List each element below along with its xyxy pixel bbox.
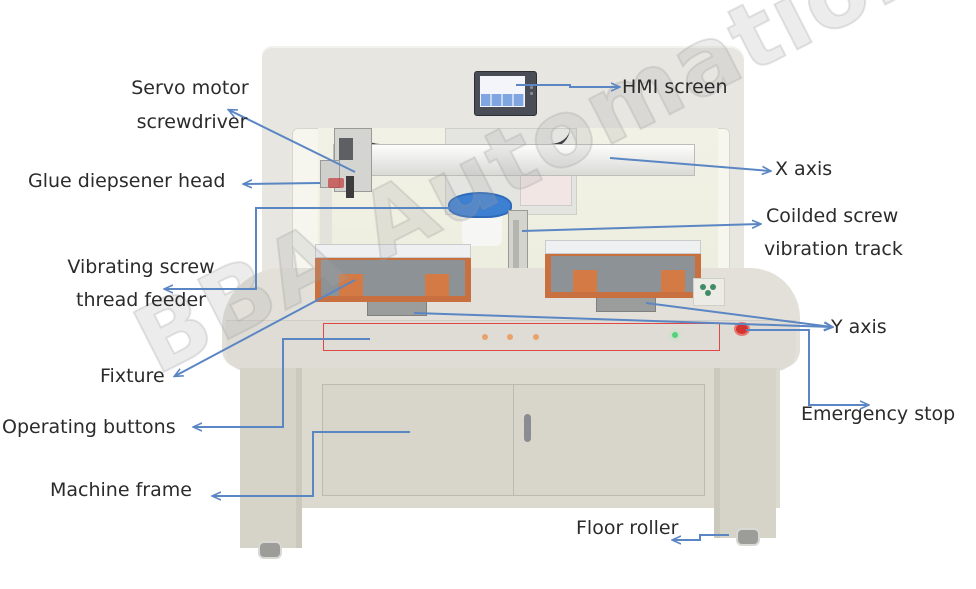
glue-nozzle	[328, 178, 344, 188]
label-servo-motor-line1: Servo motor	[131, 77, 249, 99]
label-glue-head: Glue diepsener head	[28, 170, 226, 192]
operating-button-icon	[533, 334, 539, 340]
rear-component	[520, 170, 572, 206]
arrow-coiled-track	[521, 224, 760, 232]
fixture-body	[315, 258, 471, 302]
fixture-pad	[339, 274, 363, 296]
fixture-pad	[661, 270, 685, 292]
arrow-glue-head	[244, 183, 321, 184]
hmi-indicator-icon	[530, 86, 533, 89]
label-y-axis: Y axis	[831, 316, 887, 338]
label-vibrating-feeder-line2: thread feeder	[76, 289, 206, 311]
label-operating-buttons: Operating buttons	[2, 416, 176, 438]
label-fixture: Fixture	[100, 365, 165, 387]
track-rod	[513, 220, 519, 275]
screwdriver-bit	[346, 176, 354, 198]
arrow-operating-buttons	[194, 338, 370, 427]
fixture-top	[545, 240, 701, 254]
label-hmi-screen: HMI screen	[622, 76, 728, 98]
arrow-machine-frame	[213, 431, 410, 496]
arrow-hmi	[516, 85, 619, 87]
fixture-pad	[573, 270, 597, 292]
label-servo-motor-line2: screwdriver	[136, 111, 248, 133]
label-coiled-track-line2: vibration track	[764, 238, 903, 260]
green-button-icon	[700, 284, 706, 290]
cabinet-handle-icon	[524, 414, 531, 442]
cabinet-door-right	[513, 384, 705, 496]
cabinet-door-left	[322, 384, 514, 496]
label-vibrating-feeder-line1: Vibrating screw	[67, 256, 215, 278]
fixture-pad	[425, 274, 449, 296]
operating-button-icon	[482, 334, 488, 340]
label-machine-frame: Machine frame	[50, 479, 192, 501]
hmi-buttons	[481, 94, 524, 106]
power-indicator-icon	[672, 332, 678, 338]
hmi-indicator-icon	[530, 92, 533, 95]
green-button-icon	[705, 290, 711, 296]
fixture-right	[545, 240, 701, 298]
arrow-servo-motor	[229, 110, 356, 173]
vibrating-feeder-bowl	[448, 192, 512, 218]
floor-roller-icon	[736, 528, 760, 546]
operating-panel-highlight	[323, 323, 720, 351]
label-floor-roller: Floor roller	[576, 517, 679, 539]
machine-leg-right	[714, 368, 776, 538]
arrow-emergency-stop	[746, 329, 868, 405]
arrow-fixture	[175, 279, 356, 376]
left-post	[320, 185, 332, 245]
green-button-icon	[710, 284, 716, 290]
label-emergency-stop: Emergency stop	[801, 403, 956, 425]
arrow-y-axis-right	[645, 302, 832, 327]
arrow-floor-roller	[673, 534, 729, 540]
label-coiled-track-line1: Coilded screw	[766, 205, 899, 227]
machine-leg-left	[240, 368, 302, 548]
fixture-body	[545, 254, 701, 298]
fixture-top	[315, 244, 471, 258]
arrow-y-axis-left	[413, 312, 832, 327]
label-x-axis: X axis	[775, 158, 833, 180]
machine-table-front	[226, 320, 796, 371]
arrow-x-axis	[609, 157, 770, 171]
arrow-vibrating-feeder	[165, 207, 475, 289]
floor-roller-icon	[258, 541, 282, 559]
operating-button-icon	[507, 334, 513, 340]
fixture-left	[315, 244, 471, 302]
servo-motor	[339, 138, 353, 160]
